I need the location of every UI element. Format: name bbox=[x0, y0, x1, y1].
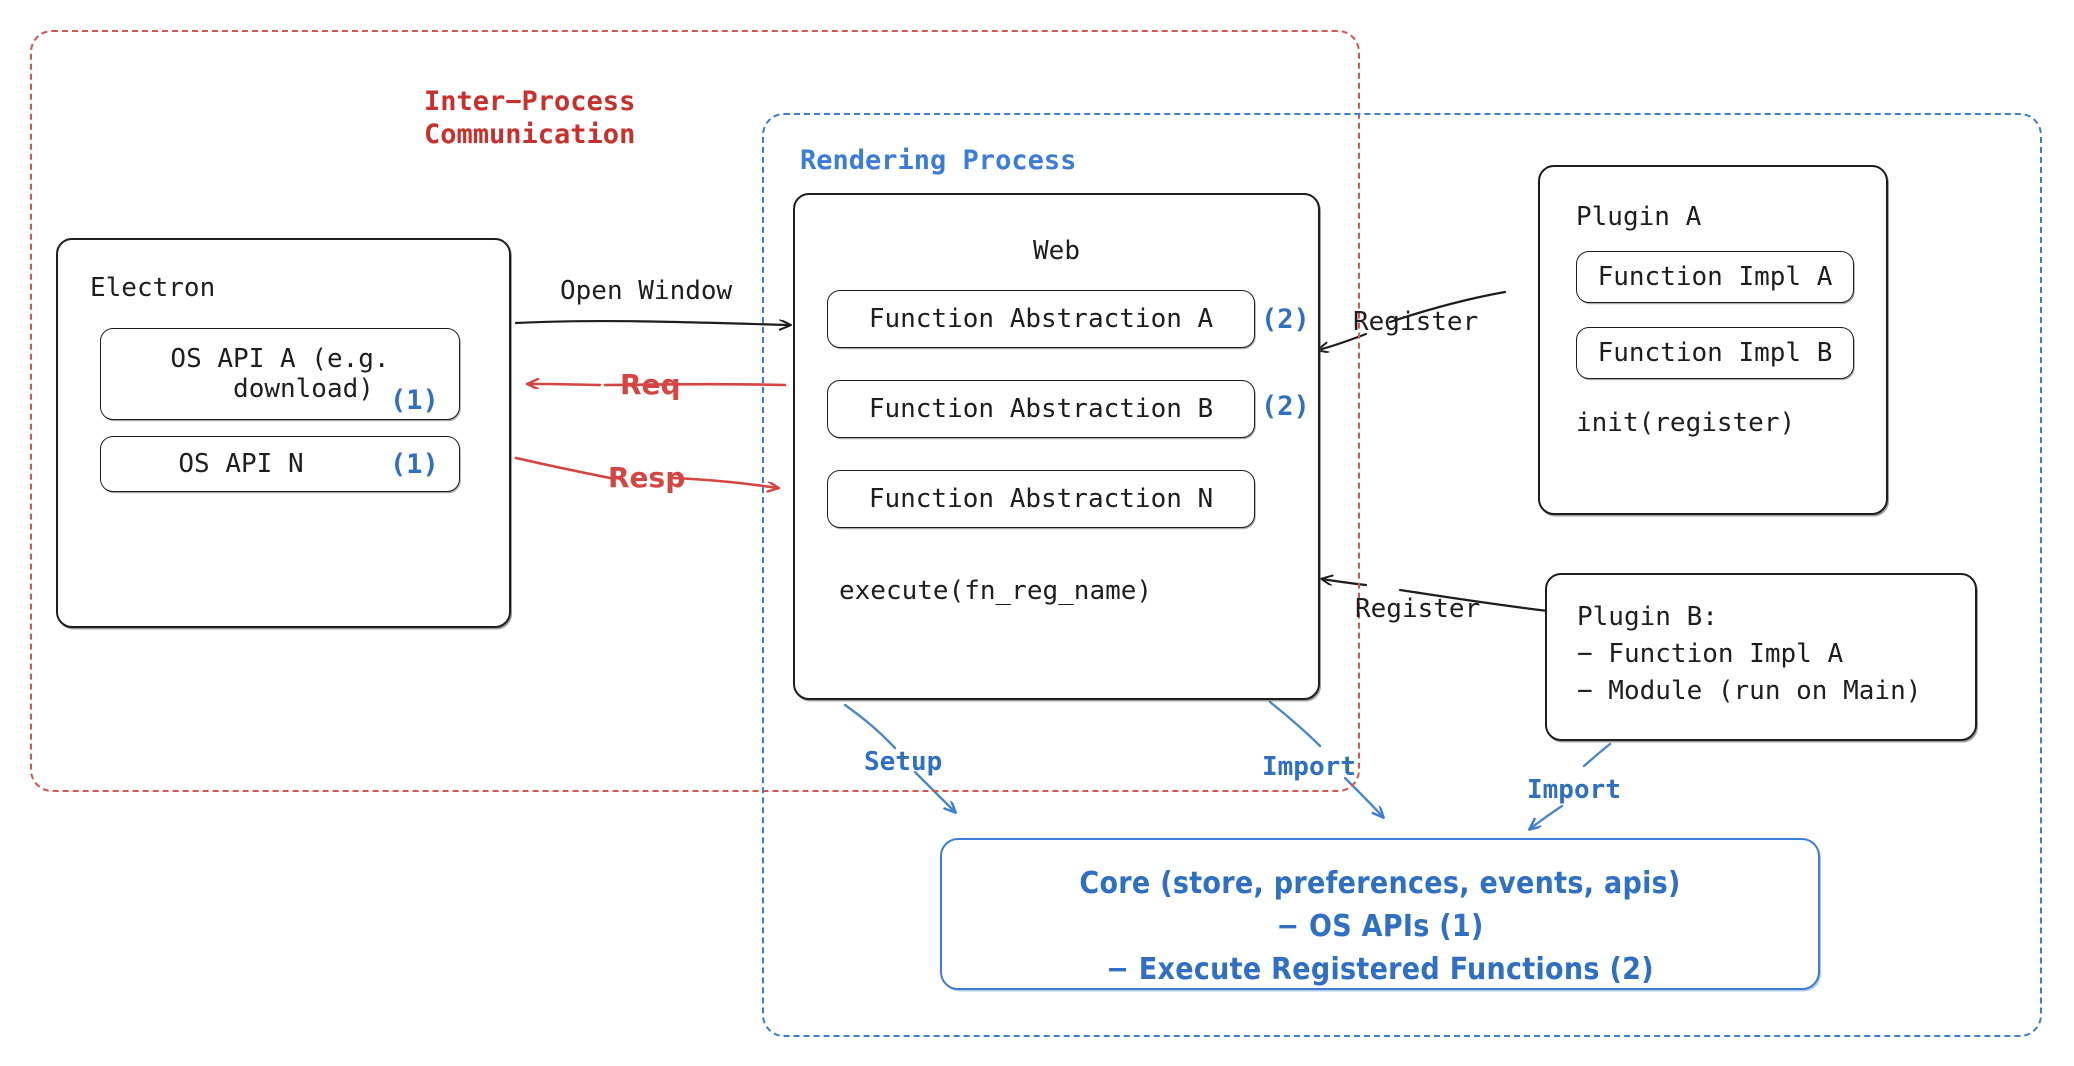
function-abstraction-b-marker: (2) bbox=[1261, 391, 1310, 422]
web-box[interactable]: Web Function Abstraction A (2) Function … bbox=[793, 193, 1320, 700]
label-register-plugin-a: Register bbox=[1353, 307, 1479, 337]
function-abstraction-a-label: Function Abstraction A bbox=[868, 304, 1214, 334]
plugin-a-title: Plugin A bbox=[1576, 202, 1702, 232]
os-api-a-label: OS API A (e.g. download) bbox=[170, 344, 390, 404]
label-setup: Setup bbox=[864, 747, 943, 777]
core-line-2: − OS APIs (1) bbox=[1276, 909, 1484, 944]
group-rendering-process bbox=[762, 113, 2042, 1037]
os-api-a-box[interactable]: OS API A (e.g. download) bbox=[100, 328, 460, 420]
web-execute-label: execute(fn_reg_name) bbox=[839, 576, 1153, 606]
group-inter-process-communication bbox=[30, 30, 1360, 792]
function-abstraction-a-marker: (2) bbox=[1261, 304, 1310, 335]
label-open-window: Open Window bbox=[560, 276, 733, 306]
label-resp: Resp bbox=[608, 461, 686, 494]
function-impl-a-box[interactable]: Function Impl A bbox=[1576, 251, 1854, 303]
function-abstraction-a-box[interactable]: Function Abstraction A bbox=[827, 290, 1255, 348]
plugin-a-box[interactable]: Plugin A Function Impl A Function Impl B… bbox=[1538, 165, 1888, 515]
web-title: Web bbox=[1033, 236, 1080, 266]
electron-box[interactable]: Electron OS API A (e.g. download) (1) OS… bbox=[56, 238, 511, 628]
group-label-ipc: Inter−Process Communication bbox=[424, 86, 636, 150]
function-impl-b-box[interactable]: Function Impl B bbox=[1576, 327, 1854, 379]
function-abstraction-n-label: Function Abstraction N bbox=[868, 484, 1214, 514]
os-api-n-box[interactable]: OS API N bbox=[100, 436, 460, 492]
plugin-b-lines: Plugin B: − Function Impl A − Module (ru… bbox=[1577, 602, 1922, 706]
plugin-a-init-label: init(register) bbox=[1576, 408, 1796, 438]
core-box[interactable]: Core (store, preferences, events, apis) … bbox=[940, 838, 1820, 990]
group-label-rendering-process: Rendering Process bbox=[800, 145, 1077, 176]
function-impl-b-label: Function Impl B bbox=[1597, 338, 1833, 368]
label-import-web: Import bbox=[1262, 752, 1356, 782]
plugin-b-box[interactable]: Plugin B: − Function Impl A − Module (ru… bbox=[1545, 573, 1977, 741]
core-line-3: − Execute Registered Functions (2) bbox=[1106, 952, 1654, 987]
electron-title: Electron bbox=[90, 273, 216, 303]
function-impl-a-label: Function Impl A bbox=[1597, 262, 1833, 292]
function-abstraction-n-box[interactable]: Function Abstraction N bbox=[827, 470, 1255, 528]
core-line-1: Core (store, preferences, events, apis) bbox=[1079, 866, 1681, 901]
label-req: Req bbox=[620, 368, 681, 401]
function-abstraction-b-label: Function Abstraction B bbox=[868, 394, 1214, 424]
label-import-plugin: Import bbox=[1527, 775, 1621, 805]
os-api-n-marker: (1) bbox=[390, 449, 439, 480]
os-api-n-label: OS API N bbox=[178, 449, 304, 479]
label-register-plugin-b: Register bbox=[1355, 594, 1481, 624]
os-api-a-marker: (1) bbox=[390, 385, 439, 416]
function-abstraction-b-box[interactable]: Function Abstraction B bbox=[827, 380, 1255, 438]
